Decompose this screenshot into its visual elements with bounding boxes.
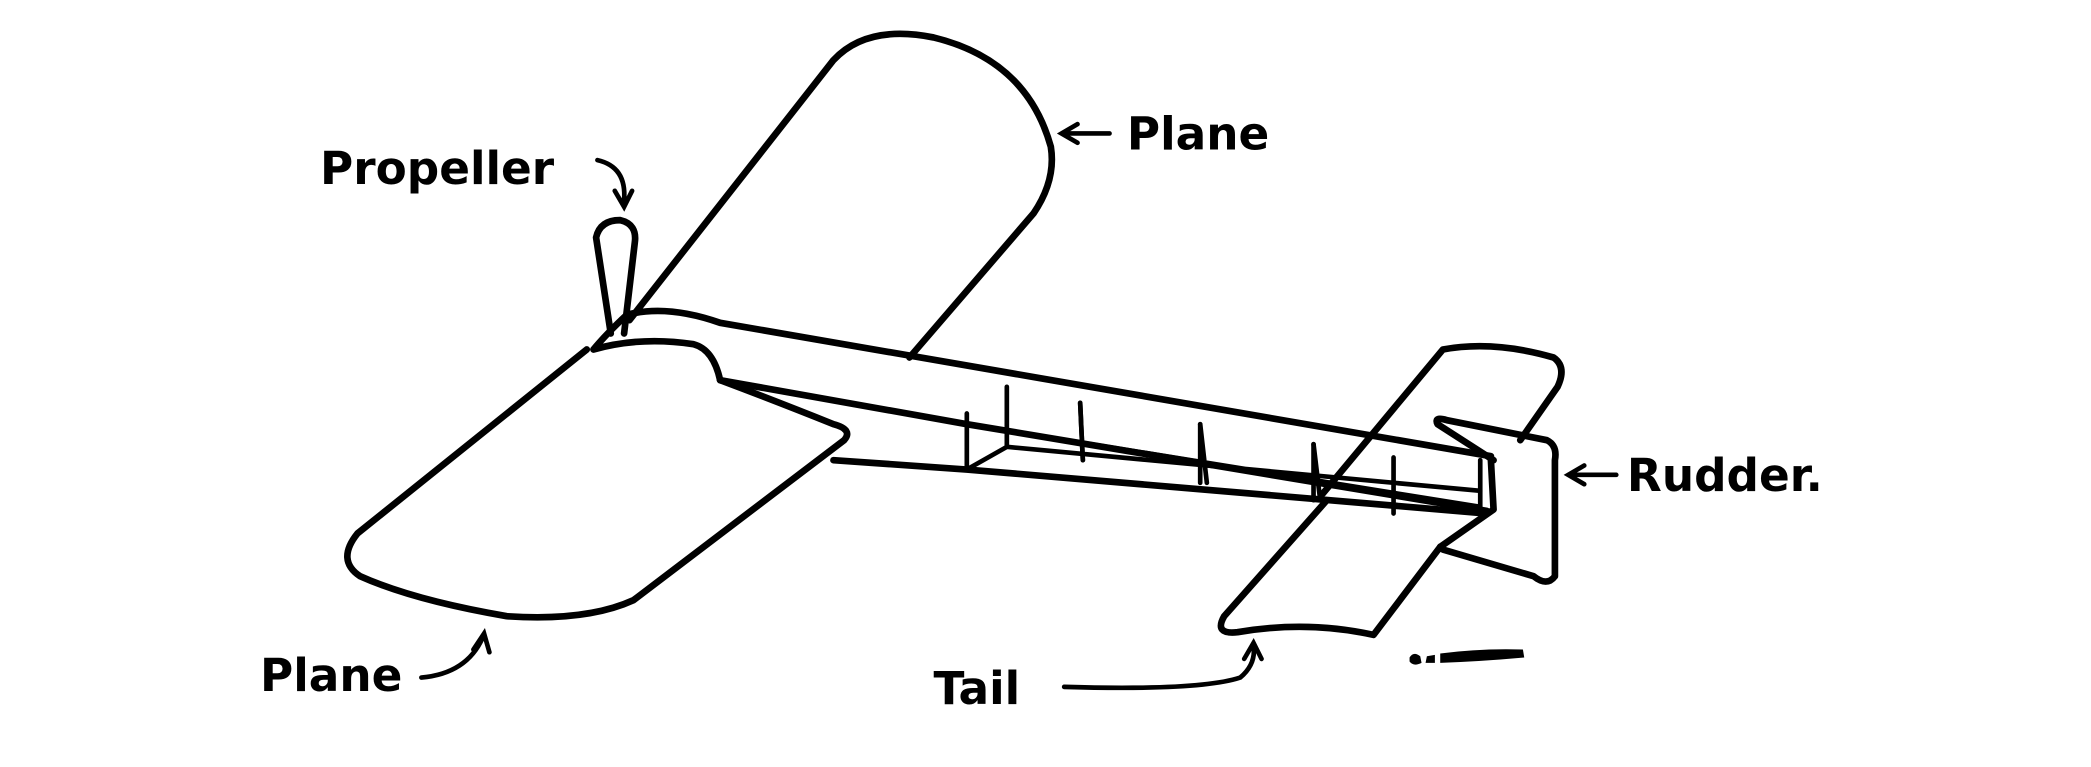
fuselage — [590, 307, 1495, 517]
label-tail-text: Tail — [933, 662, 1020, 715]
arrow-tail — [1061, 637, 1264, 691]
label-plane-upper: Plane — [1056, 107, 1269, 160]
label-propeller: Propeller — [320, 142, 635, 212]
upper-wing — [626, 30, 1056, 361]
propeller — [592, 216, 639, 337]
label-rudder: Rudder. — [1563, 449, 1823, 502]
arrow-propeller — [595, 157, 635, 212]
arrow-rudder — [1563, 463, 1619, 487]
rudder — [1433, 415, 1559, 585]
arrow-plane-lower — [419, 628, 492, 680]
label-tail: Tail — [933, 637, 1264, 715]
label-plane-upper-text: Plane — [1127, 107, 1269, 160]
label-plane-lower-text: Plane — [260, 649, 402, 702]
fuselage-truss — [964, 384, 1483, 516]
artist-signature — [1409, 649, 1525, 665]
lower-wing — [344, 346, 851, 621]
label-propeller-text: Propeller — [320, 142, 555, 195]
label-rudder-text: Rudder. — [1627, 449, 1823, 502]
label-plane-lower: Plane — [260, 628, 492, 702]
tail — [1217, 342, 1565, 639]
arrow-plane-upper — [1056, 121, 1112, 146]
